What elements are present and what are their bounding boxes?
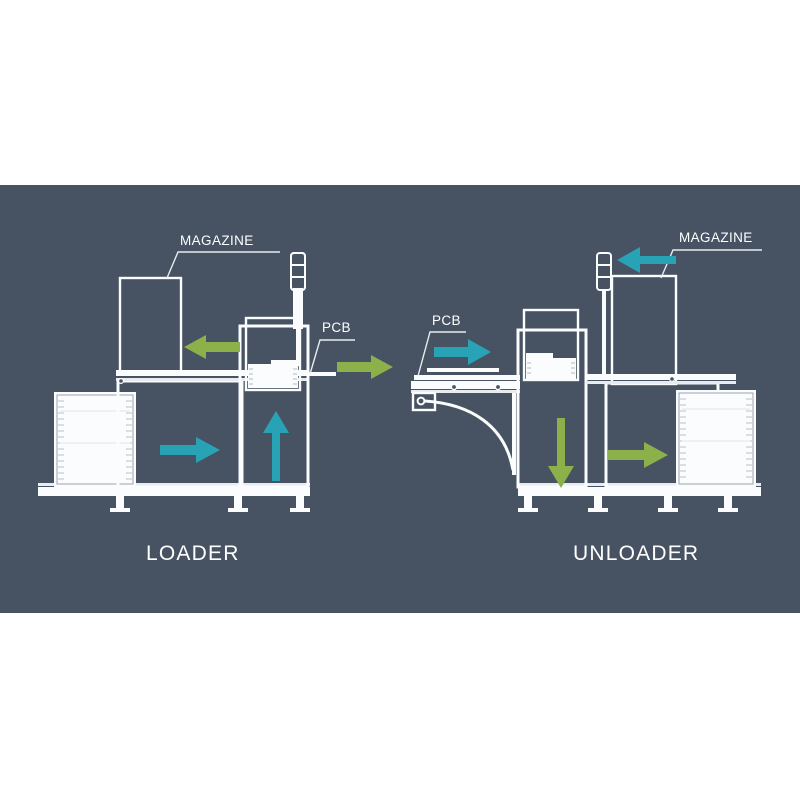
callout-pcb-loader-text: PCB [322, 320, 351, 335]
arrow-unloader-pcb-in [434, 339, 491, 365]
unloader-signal-tower [596, 252, 612, 380]
callout-magazine-unloader: MAGAZINE [660, 230, 762, 279]
unloader-conveyor-rail [586, 374, 736, 384]
callout-pcb-unloader: PCB [417, 313, 466, 377]
unloader-curved-support-bracket [424, 393, 516, 475]
arrow-unloader-transfer [608, 442, 668, 468]
unloader-base-rail [518, 483, 761, 496]
loader-magazine-cassette [54, 392, 136, 487]
callout-magazine-loader: MAGAZINE [166, 233, 280, 279]
title-loader: LOADER [146, 542, 240, 565]
loader-conveyor-rail [116, 370, 308, 385]
loader-support-feet [110, 496, 310, 512]
unloader-support-feet [518, 496, 738, 512]
loader-signal-tower [290, 252, 306, 366]
callout-pcb-loader: PCB [309, 320, 355, 375]
loader-elevator-magazine [244, 316, 302, 392]
unloader-upper-magazine-box [610, 274, 678, 386]
unloader-infeed-conveyor [411, 368, 520, 412]
title-unloader: UNLOADER [573, 542, 699, 565]
callout-magazine-unloader-text: MAGAZINE [679, 230, 753, 245]
loader-elevator-tower [238, 324, 310, 489]
loader-main-cabinet [116, 379, 244, 489]
arrow-loader-magazine-feed [184, 335, 240, 359]
arrow-loader-lift-up [263, 411, 289, 481]
arrow-unloader-magazine-out [617, 247, 676, 273]
arrow-unloader-lift-down [548, 418, 574, 488]
arrow-loader-transfer [160, 437, 220, 463]
loader-machine: MAGAZINE PCB [38, 233, 393, 512]
unloader-elevator-magazine [522, 308, 580, 382]
unloader-magazine-cassette [676, 390, 756, 487]
arrow-loader-pcb-out [337, 355, 393, 379]
unloader-elevator-tower [516, 328, 588, 489]
loader-outfeed-stub [308, 372, 336, 376]
unloader-machine: PCB MAGAZINE [411, 230, 762, 512]
callout-pcb-unloader-text: PCB [432, 313, 461, 328]
loader-upper-magazine-box [118, 276, 183, 374]
loader-base-rail [38, 483, 310, 496]
callout-magazine-loader-text: MAGAZINE [180, 233, 254, 248]
